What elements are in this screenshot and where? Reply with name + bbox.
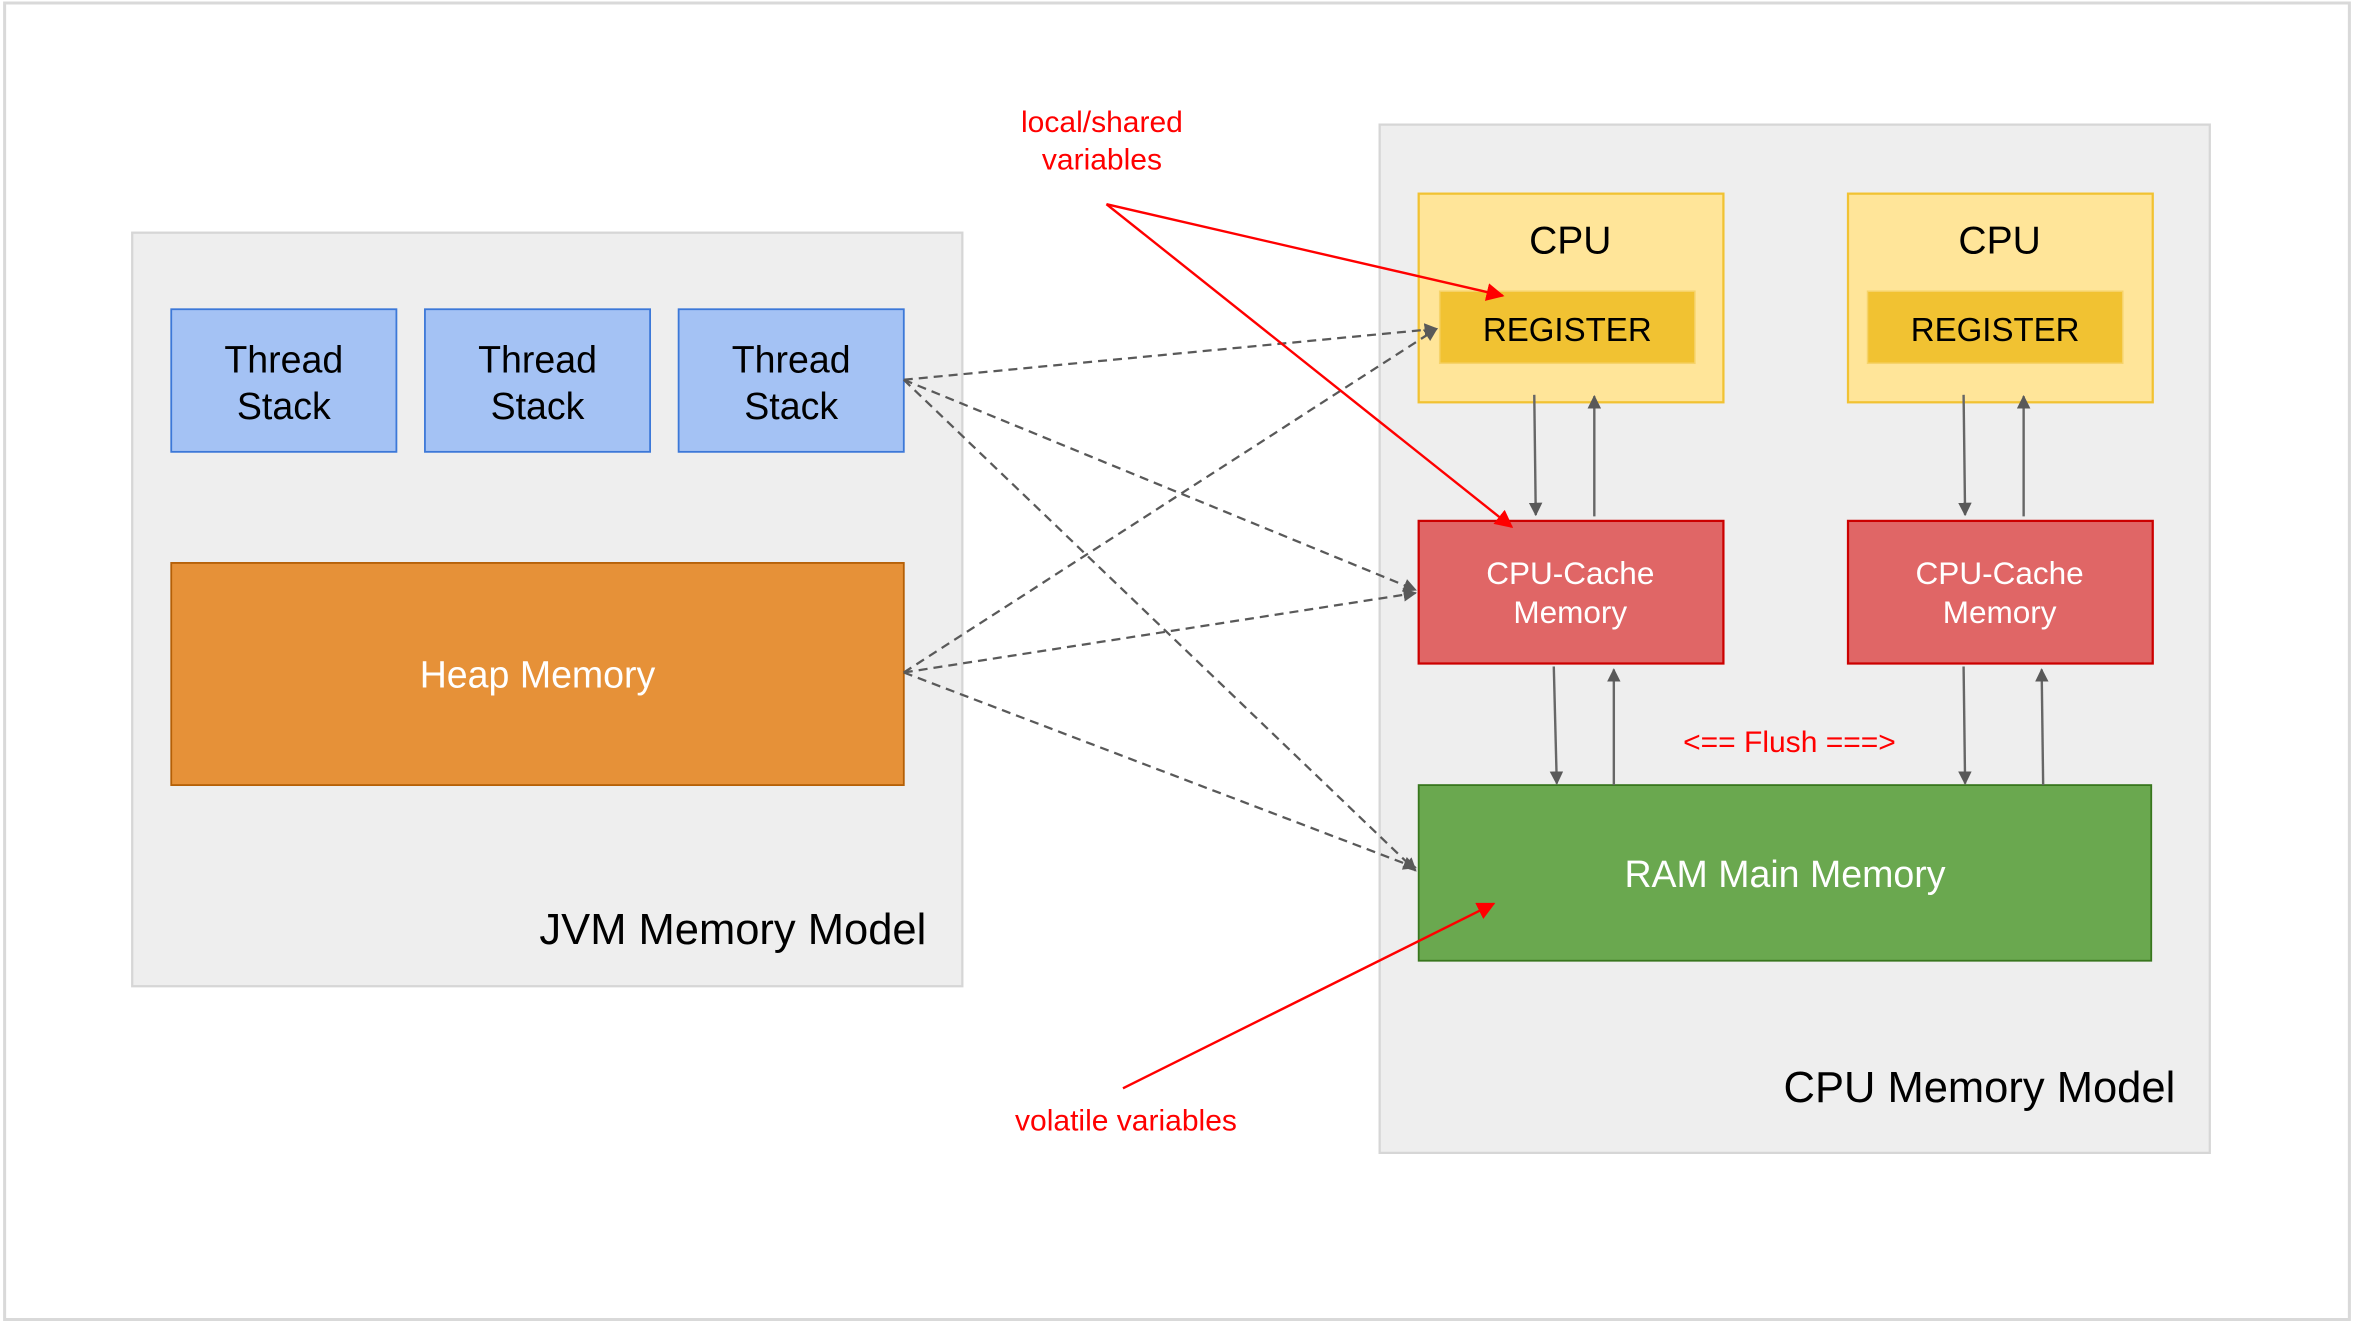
cpu-1: CPU REGISTER [1417, 192, 1725, 404]
svg-text:Thread: Thread [732, 338, 851, 380]
register-2: REGISTER [1866, 290, 2124, 365]
svg-text:REGISTER: REGISTER [1911, 311, 2080, 348]
svg-text:Thread: Thread [224, 338, 343, 380]
svg-text:local/shared: local/shared [1021, 106, 1183, 139]
jvm-title: JVM Memory Model [539, 906, 926, 954]
svg-text:CPU-Cache: CPU-Cache [1486, 555, 1654, 591]
svg-text:Heap Memory: Heap Memory [420, 654, 656, 696]
jvm-memory-model-panel: Thread Stack Thread Stack Thread Stack H… [131, 231, 964, 988]
cpu-cache-arrows [1528, 394, 2049, 786]
heap-memory: Heap Memory [170, 562, 905, 786]
svg-text:volatile variables: volatile variables [1015, 1104, 1237, 1137]
jvm-to-cpu-dashed-arrows [903, 323, 1439, 872]
volatile-annotation: volatile variables [1015, 902, 1496, 1137]
svg-text:Stack: Stack [744, 385, 838, 427]
svg-text:CPU: CPU [1529, 220, 1611, 263]
svg-text:Memory: Memory [1943, 594, 2057, 630]
svg-text:Memory: Memory [1513, 594, 1627, 630]
thread-stack-1: Thread Stack [170, 308, 398, 453]
svg-text:Thread: Thread [478, 338, 597, 380]
svg-text:RAM Main Memory: RAM Main Memory [1624, 853, 1945, 895]
svg-text:Stack: Stack [491, 385, 585, 427]
cpu-2: CPU REGISTER [1846, 192, 2154, 404]
svg-text:CPU-Cache: CPU-Cache [1916, 555, 2084, 591]
cpu-memory-model-panel: CPU REGISTER CPU REGISTER CPU-Cache Memo… [1378, 123, 2211, 1154]
thread-stack-2: Thread Stack [424, 308, 652, 453]
flush-label: <== Flush ===> [1683, 726, 1896, 759]
cpu-cache-1: CPU-Cache Memory [1417, 519, 1725, 665]
svg-text:REGISTER: REGISTER [1483, 311, 1652, 348]
cpu-title: CPU Memory Model [1784, 1064, 2176, 1112]
register-1: REGISTER [1438, 290, 1696, 365]
thread-stack-3: Thread Stack [677, 308, 905, 453]
svg-text:variables: variables [1042, 144, 1162, 177]
cpu-cache-2: CPU-Cache Memory [1846, 519, 2154, 665]
ram-main-memory: RAM Main Memory [1417, 784, 2153, 962]
svg-text:Stack: Stack [237, 385, 331, 427]
svg-text:CPU: CPU [1958, 220, 2040, 263]
local-shared-annotation: local/shared variables [1021, 106, 1514, 529]
